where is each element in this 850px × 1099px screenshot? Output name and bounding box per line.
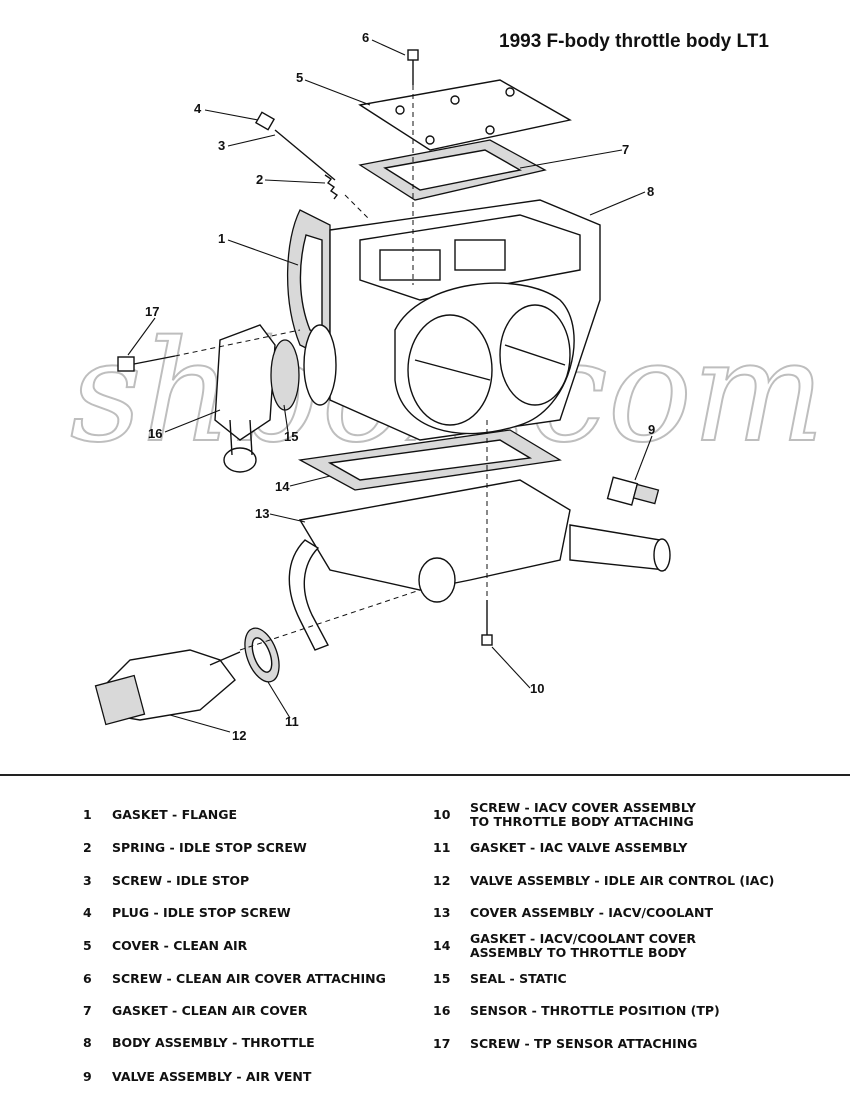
legend-number: 12 — [433, 873, 451, 888]
section-divider — [0, 774, 850, 776]
flange-gasket-part — [286, 209, 331, 362]
legend-number: 4 — [83, 905, 92, 920]
callout-15: 15 — [284, 429, 298, 444]
legend-label: GASKET - IACV/COOLANT COVER ASSEMBLY TO … — [470, 931, 697, 960]
callout-17: 17 — [145, 304, 159, 319]
callout-11: 11 — [285, 714, 299, 729]
legend-label: GASKET - FLANGE — [112, 807, 238, 822]
exploded-view-diagram: shbox.com — [69, 30, 826, 743]
callout-12: 12 — [232, 728, 246, 743]
legend-number: 7 — [83, 1003, 92, 1018]
leader-lines — [127, 39, 653, 733]
callout-7: 7 — [622, 142, 629, 157]
legend-number: 14 — [433, 938, 451, 953]
callout-8: 8 — [647, 184, 654, 199]
legend-number: 3 — [83, 873, 92, 888]
iacv-gasket-part — [297, 429, 562, 491]
legend-label: BODY ASSEMBLY - THROTTLE — [112, 1035, 315, 1050]
legend-label: SEAL - STATIC — [470, 971, 567, 986]
legend-number: 16 — [433, 1003, 451, 1018]
diagram-title: 1993 F-body throttle body LT1 — [499, 31, 769, 52]
legend-number: 13 — [433, 905, 451, 920]
legend-label: VALVE ASSEMBLY - AIR VENT — [112, 1069, 312, 1084]
legend-number: 9 — [83, 1069, 92, 1084]
legend-label: VALVE ASSEMBLY - IDLE AIR CONTROL (IAC) — [470, 873, 775, 888]
iac-valve-part — [94, 589, 421, 726]
clean-air-gasket-part — [358, 139, 547, 201]
legend-number: 6 — [83, 971, 92, 986]
legend-number: 1 — [83, 807, 92, 822]
tp-sensor-part — [117, 324, 337, 473]
air-vent-valve-part — [606, 476, 660, 506]
legend-label: SPRING - IDLE STOP SCREW — [112, 840, 307, 855]
legend-label: GASKET - CLEAN AIR COVER — [112, 1003, 308, 1018]
legend-label: SENSOR - THROTTLE POSITION (TP) — [470, 1003, 720, 1018]
legend-label: SCREW - CLEAN AIR COVER ATTACHING — [112, 971, 386, 986]
legend-number: 8 — [83, 1035, 92, 1050]
legend-label: SCREW - TP SENSOR ATTACHING — [470, 1036, 698, 1051]
callout-13: 13 — [255, 506, 269, 521]
callout-9: 9 — [648, 422, 655, 437]
callout-3: 3 — [218, 138, 225, 153]
callout-6: 6 — [362, 30, 369, 45]
legend-label: COVER - CLEAN AIR — [112, 938, 248, 953]
iacv-cover-screw-part — [481, 420, 493, 646]
legend-number: 17 — [433, 1036, 451, 1051]
legend-number: 10 — [433, 807, 451, 822]
iacv-coolant-cover-part — [288, 479, 671, 651]
legend-label: SCREW - IDLE STOP — [112, 873, 250, 888]
legend-label: COVER ASSEMBLY - IACV/COOLANT — [470, 905, 714, 920]
legend-number: 2 — [83, 840, 92, 855]
legend-label: SCREW - IACV COVER ASSEMBLY TO THROTTLE … — [470, 800, 696, 829]
clean-air-cover-part — [358, 79, 572, 151]
throttle-body-part — [329, 199, 601, 441]
idle-stop-screw-assembly-part — [254, 111, 371, 221]
callout-2: 2 — [256, 172, 263, 187]
legend-label: PLUG - IDLE STOP SCREW — [112, 905, 291, 920]
cover-screw-part — [407, 49, 419, 285]
legend-number: 5 — [83, 938, 92, 953]
callout-4: 4 — [194, 101, 202, 116]
callout-16: 16 — [148, 426, 162, 441]
callout-5: 5 — [296, 70, 303, 85]
callout-1: 1 — [218, 231, 225, 246]
legend-label: GASKET - IAC VALVE ASSEMBLY — [470, 840, 688, 855]
callout-14: 14 — [275, 479, 290, 494]
callout-10: 10 — [530, 681, 544, 696]
legend-number: 15 — [433, 971, 451, 986]
legend-number: 11 — [433, 840, 451, 855]
